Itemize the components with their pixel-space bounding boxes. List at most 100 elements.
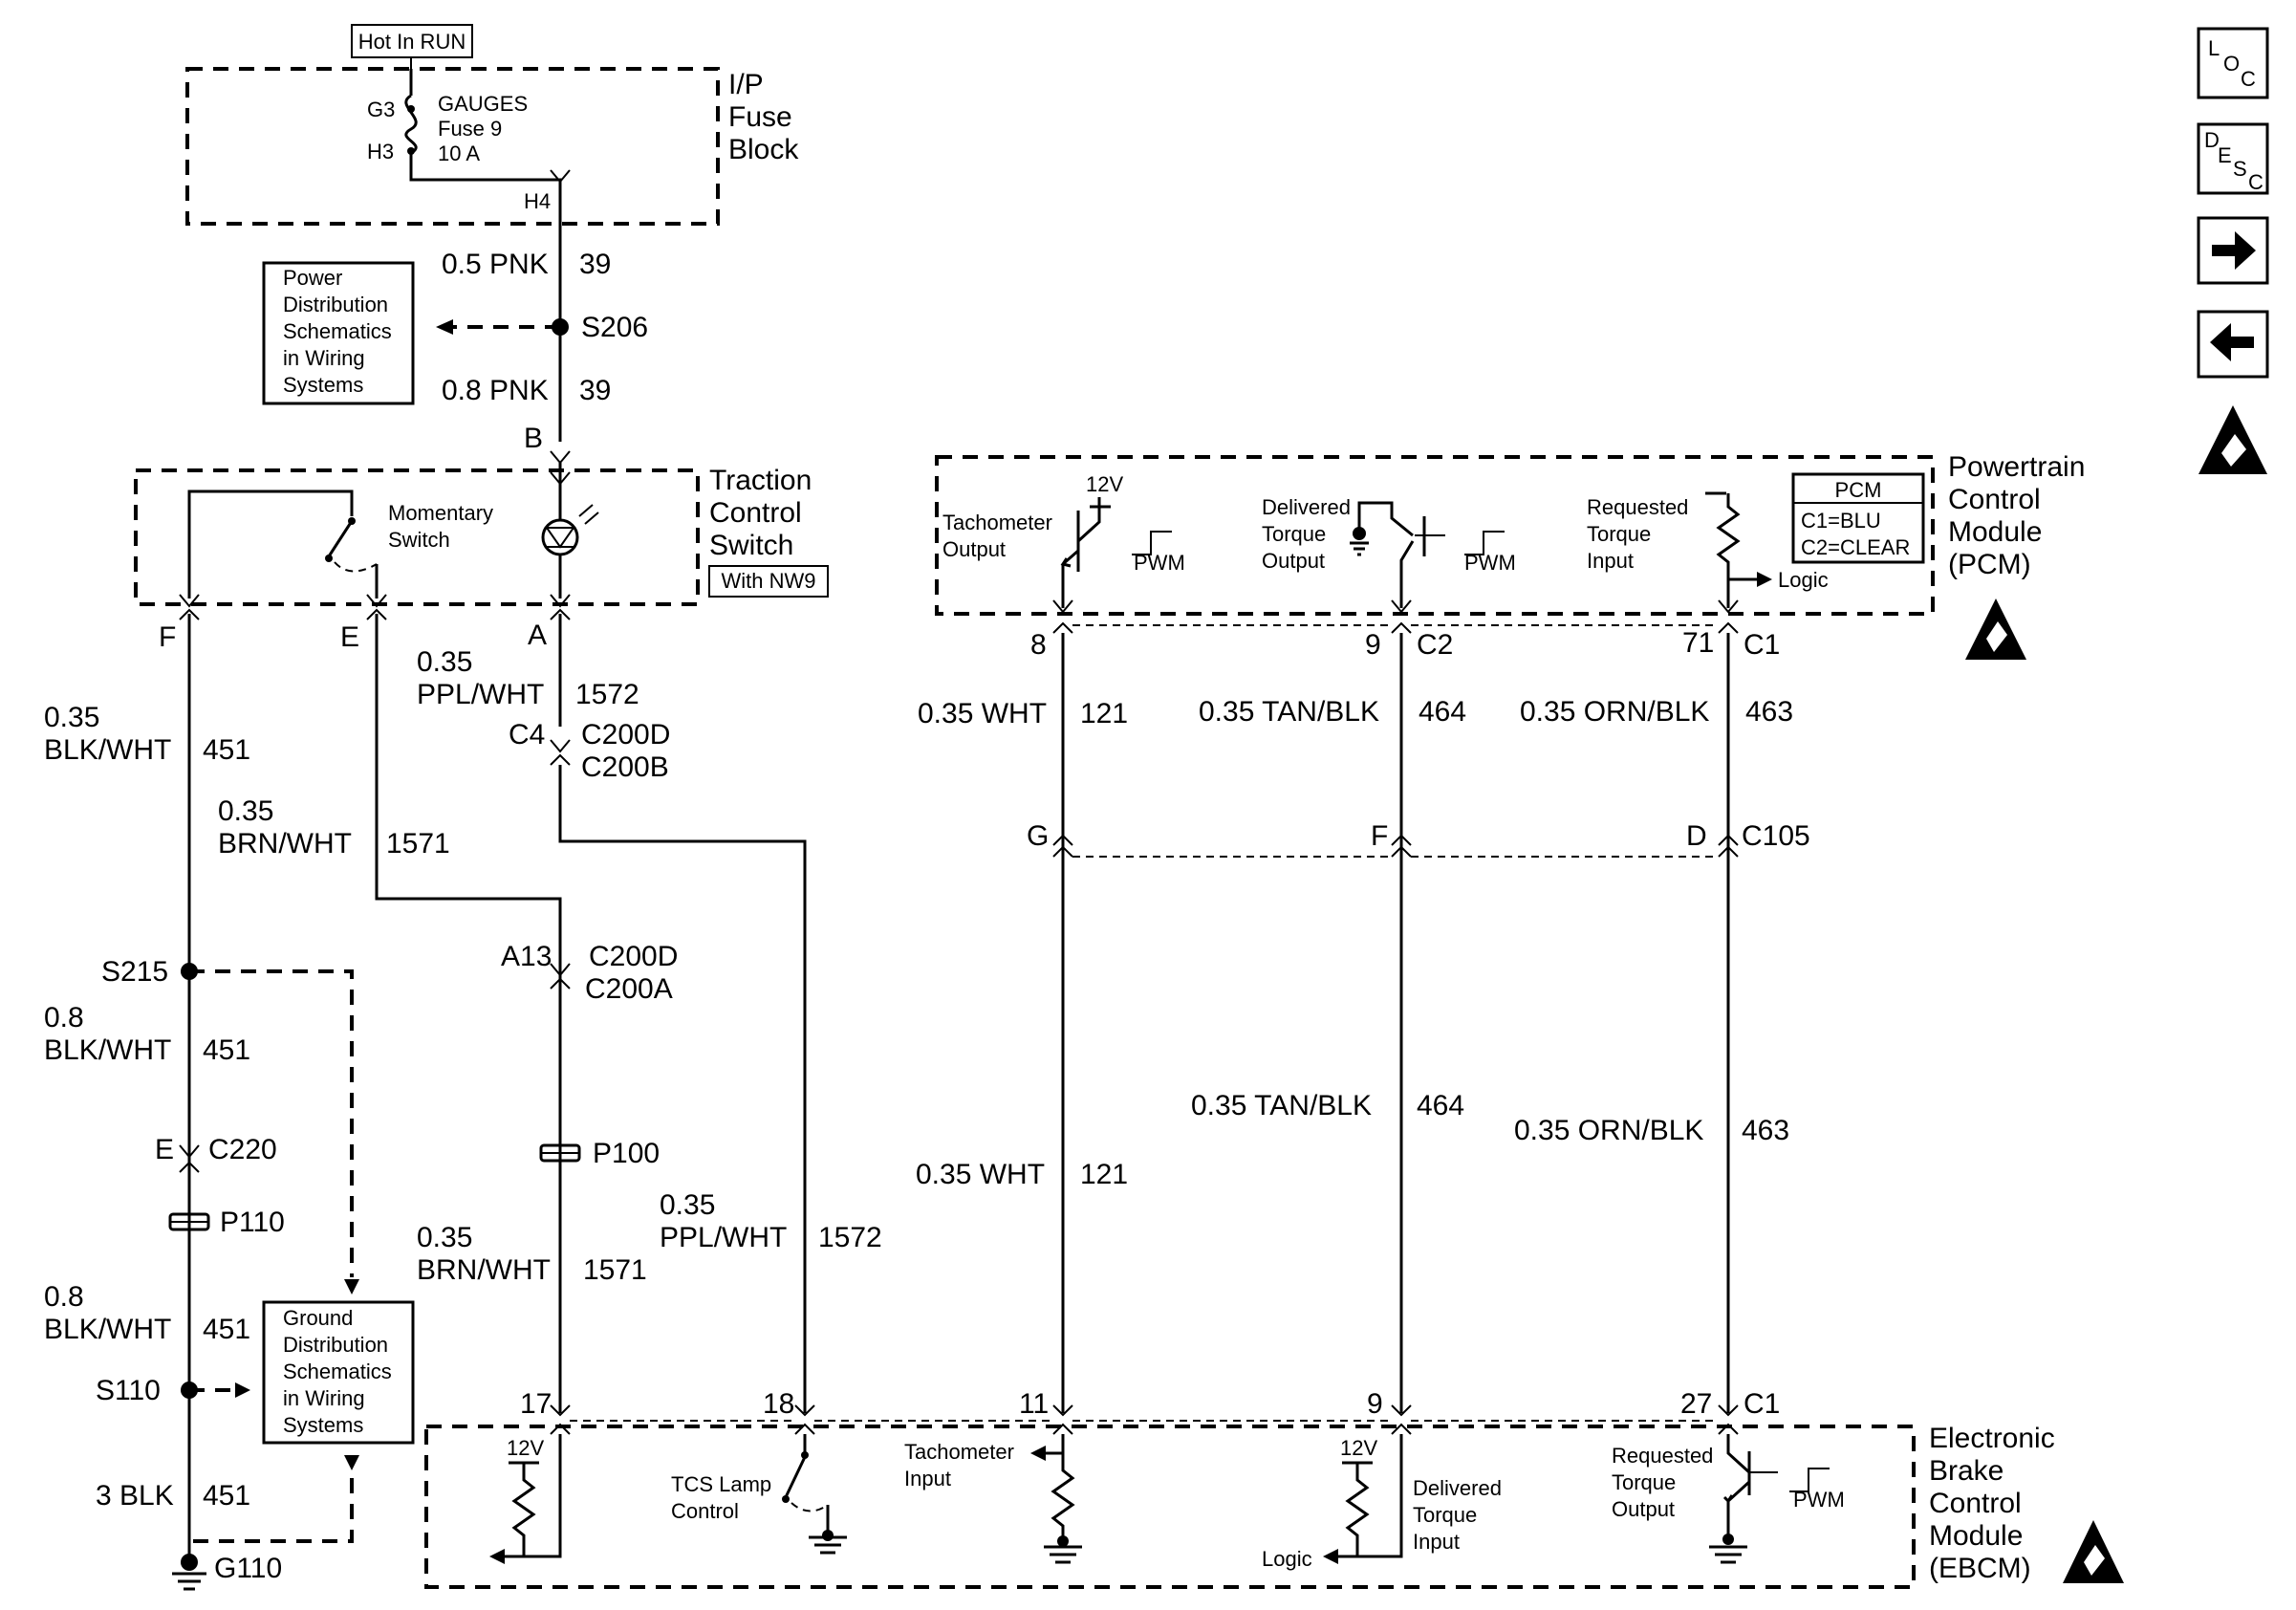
momentary-switch-label-2: Switch	[388, 528, 450, 552]
nav-toolbar: L O C D E S C	[2197, 27, 2269, 474]
prev-button[interactable]	[2197, 310, 2269, 379]
pin-b-label: B	[524, 423, 543, 454]
pcm-legend-c2: C2=CLEAR	[1801, 535, 1910, 559]
ebcm-pin-27: 27	[1680, 1388, 1712, 1420]
pcm-tach-pwm: PWM	[1134, 551, 1185, 575]
wire-451-0.8b-color: BLK/WHT	[44, 1314, 171, 1345]
c105-pin-f: F	[1371, 820, 1388, 852]
ebcm-title-1: Electronic	[1929, 1423, 2055, 1454]
connector-c200d-top: C200D	[581, 719, 670, 751]
ebcm-outline	[424, 1425, 1916, 1589]
ebcm-pullup-resistor-17	[509, 1434, 562, 1558]
power-dist-text-4: in Wiring	[283, 346, 365, 370]
ebcm-connector-c1: C1	[1744, 1388, 1780, 1420]
pin-e-c220: E	[155, 1134, 174, 1165]
pcm-rt-label-2: Torque	[1587, 522, 1651, 546]
tcs-switch-outline	[134, 468, 700, 606]
pcm-pin-71: 71	[1682, 627, 1714, 659]
connector-c105: C105	[1742, 820, 1810, 852]
wire-464-bottom-circuit: 464	[1417, 1090, 1464, 1121]
ground-dist-text-5: Systems	[283, 1413, 363, 1437]
loc-o: O	[2223, 52, 2240, 76]
wire-451-0.8b-circuit: 451	[203, 1314, 250, 1345]
wire-0.5-pnk-color: 0.5 PNK	[442, 249, 549, 280]
power-dist-box[interactable]	[262, 261, 415, 405]
ebcm-dt-label-1: Delivered	[1413, 1476, 1502, 1500]
ground-g110-label: G110	[214, 1553, 282, 1584]
pcm-title-2: Control	[1948, 484, 2041, 515]
pcm-dt-label-3: Output	[1262, 549, 1325, 573]
pcm-tach-12v: 12V	[1086, 472, 1123, 496]
connector-c220: C220	[208, 1134, 277, 1165]
arrow-right-icon	[2212, 231, 2256, 270]
signal-wires: 0.35 WHT 121 0.35 TAN/BLK 464 0.35 ORN/B…	[916, 633, 1810, 1413]
esd-button[interactable]	[2199, 405, 2267, 474]
wire-1571-size: 0.35	[218, 795, 273, 827]
ebcm-pin-9: 9	[1367, 1388, 1383, 1420]
ebcm-rt-pwm: PWM	[1793, 1488, 1845, 1512]
ebcm-dt-label-2: Torque	[1413, 1503, 1477, 1527]
fuse-number: Fuse 9	[438, 117, 502, 141]
passthrough-p110-label: P110	[220, 1207, 285, 1238]
tcs-lamp-led-icon	[541, 518, 579, 556]
wire-1572-color: PPL/WHT	[417, 679, 544, 710]
pcm-legend-c1: C1=BLU	[1801, 509, 1881, 533]
power-distribution: 0.5 PNK 39 S206 Power Distribution Schem…	[262, 182, 648, 465]
pcm-rt-label-1: Requested	[1587, 495, 1688, 519]
next-button[interactable]	[2197, 216, 2269, 285]
ebcm-tcs-lamp-switch	[784, 1456, 807, 1498]
fuse-rating: 10 A	[438, 141, 480, 165]
pcm-dt-pwm: PWM	[1464, 551, 1516, 575]
wire-464-top-circuit: 464	[1419, 696, 1466, 728]
desc-d: D	[2204, 128, 2220, 152]
wire-463-top-color: 0.35 ORN/BLK	[1520, 696, 1709, 728]
wire-463-bottom-circuit: 463	[1742, 1115, 1789, 1146]
ground-dist-text-4: in Wiring	[283, 1386, 365, 1410]
ground-g110-icon	[172, 1572, 206, 1591]
pcm-legend-title: PCM	[1835, 478, 1882, 502]
ground-dist-box[interactable]	[262, 1300, 415, 1445]
wire-451-0.8-color: BLK/WHT	[44, 1034, 171, 1066]
wire-0.8-pnk-circuit: 39	[579, 375, 611, 406]
c105-pin-g: G	[1027, 820, 1049, 852]
wire-1571-circuit: 1571	[386, 828, 450, 859]
traction-control-switch: Traction Control Switch With NW9 Momenta…	[134, 463, 829, 653]
wire-121-bottom-circuit: 121	[1080, 1159, 1128, 1190]
fuse-block-outline	[185, 67, 720, 226]
wire-451-size: 0.35	[44, 702, 99, 733]
wire-451-circuit: 451	[203, 734, 250, 766]
pcm-pin-9: 9	[1365, 629, 1381, 661]
wire-121-top-color: 0.35 WHT	[918, 698, 1047, 729]
power-dist-text-3: Schematics	[283, 319, 392, 343]
pcm-pin-8: 8	[1030, 629, 1047, 661]
pin-g3-label: G3	[367, 98, 395, 121]
wire-1571-color: BRN/WHT	[218, 828, 352, 859]
pcm-rt-resistor	[1705, 491, 1741, 608]
ground-dist-text-3: Schematics	[283, 1360, 392, 1383]
lamp-circuit: 0.35 PPL/WHT 1572 C4 C200D C200B A13 C20…	[417, 614, 882, 1413]
loc-l: L	[2208, 36, 2220, 60]
pcm-connector-legend	[1791, 472, 1925, 564]
with-nw9-label: With NW9	[722, 569, 816, 593]
loc-button[interactable]: L O C	[2197, 27, 2269, 99]
pcm-dt-transistor	[1350, 501, 1426, 608]
wire-464-top-color: 0.35 TAN/BLK	[1199, 696, 1379, 728]
ebcm-rt-label-1: Requested	[1612, 1444, 1713, 1468]
pin-c4-label: C4	[509, 719, 545, 751]
with-nw9-box	[708, 565, 829, 598]
ebcm-pin-11: 11	[1019, 1388, 1049, 1420]
ebcm-module: 17 18 11 9 27 C1 Electronic Brake Contro…	[424, 1388, 2124, 1589]
ebcm-pullup-resistor-9	[1342, 1434, 1403, 1558]
desc-button[interactable]: D E S C	[2197, 122, 2269, 195]
hot-in-run-label: Hot In RUN	[358, 30, 466, 54]
pin-h4-label: H4	[524, 189, 551, 213]
pcm-tach-label-1: Tachometer	[942, 511, 1052, 534]
ground-circuit: 0.35 BLK/WHT 451 0.35 BRN/WHT 1571 S215 …	[44, 614, 562, 1591]
ebcm-pin-17: 17	[520, 1388, 552, 1420]
pin-f-label: F	[159, 621, 176, 653]
power-dist-text-2: Distribution	[283, 293, 388, 316]
wire-121-top-circuit: 121	[1080, 698, 1128, 729]
ebcm-title-5: (EBCM)	[1929, 1553, 2031, 1584]
wire-0.5-pnk-circuit: 39	[579, 249, 611, 280]
ebcm-rt-label-2: Torque	[1612, 1470, 1676, 1494]
